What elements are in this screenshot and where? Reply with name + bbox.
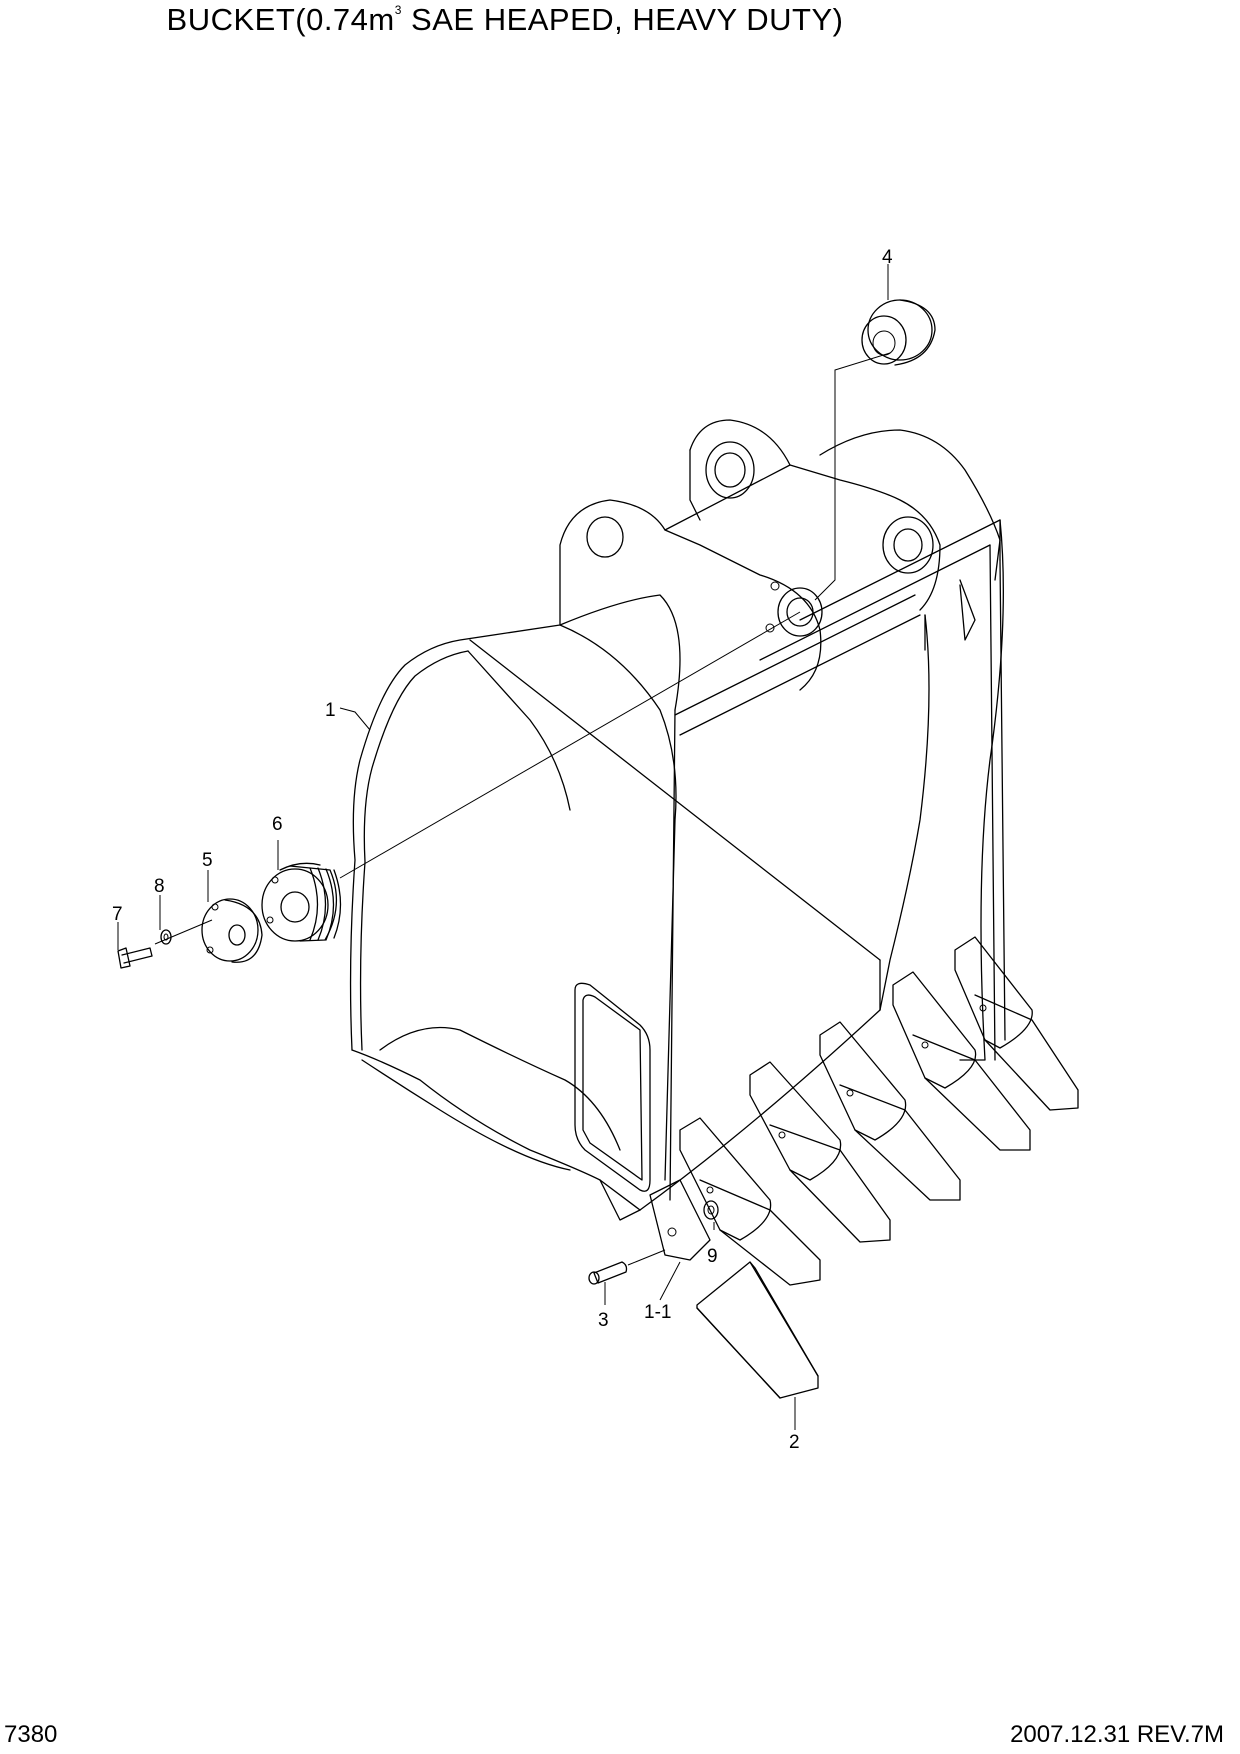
callout-8: 8 [154,876,165,897]
bushing-part-4 [814,299,936,601]
side-parts-5-6-7-8 [117,611,801,969]
callout-9: 9 [707,1246,718,1267]
diagram-title: BUCKET(0.74m3 SAE HEAPED, HEAVY DUTY) [0,2,1010,38]
teeth-row [599,936,1079,1286]
callout-5: 5 [202,850,213,871]
callout-leaders [117,264,889,1430]
callout-1-1: 1-1 [644,1302,671,1323]
pin-part-3 [588,1249,666,1285]
revision-date: 2007.12.31 REV.7M [1010,1721,1224,1748]
loose-tooth-part-2 [696,1261,819,1399]
callout-1: 1 [325,700,336,721]
callout-3: 3 [598,1310,609,1331]
mounting-ears [559,419,941,691]
callout-4: 4 [882,247,893,268]
title-suffix: SAE HEAPED, HEAVY DUTY) [401,2,844,37]
callout-labels: 4 1 6 5 8 7 9 3 1-1 2 [112,247,893,1453]
title-prefix: BUCKET(0.74m [166,2,395,37]
bucket-body [349,429,1006,1211]
callout-6: 6 [272,814,283,835]
title-superscript: 3 [394,3,402,17]
callout-7: 7 [112,904,123,925]
callout-2: 2 [789,1432,800,1453]
page-number: 7380 [4,1721,58,1748]
